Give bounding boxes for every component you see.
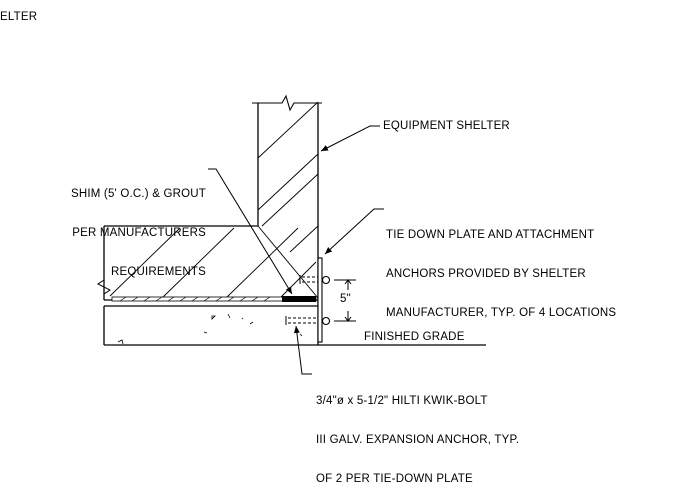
shim-note: SHIM (5' O.C.) & GROUT PER MANUFACTURERS… [26, 162, 206, 292]
tie-down-note-line: MANUFACTURER, TYP. OF 4 LOCATIONS [386, 307, 617, 319]
anchor-bolts [288, 276, 318, 324]
tie-down-note-line: TIE DOWN PLATE AND ATTACHMENT [386, 229, 595, 241]
anchor-note-line: OF 2 PER TIE-DOWN PLATE [316, 473, 473, 485]
break-line-left [97, 262, 111, 300]
tie-down-note-line: ANCHORS PROVIDED BY SHELTER [386, 268, 586, 280]
finished-grade-label: FINISHED GRADE [364, 331, 465, 343]
shelter-hatch [109, 101, 319, 299]
concrete-stipple [117, 313, 303, 345]
anchor-note-line: 3/4"ø x 5-1/2" HILTI KWIK-BOLT [316, 395, 488, 407]
leaders [208, 125, 384, 375]
dimension-5in [334, 279, 356, 322]
anchor-note-line: III GALV. EXPANSION ANCHOR, TYP. [316, 434, 520, 446]
shim-note-line: PER MANUFACTURERS [72, 227, 206, 239]
shim-grout-layer [111, 296, 317, 302]
dimension-label: 5" [340, 293, 351, 305]
anchor-note: 3/4"ø x 5-1/2" HILTI KWIK-BOLT III GALV.… [316, 369, 519, 499]
equipment-shelter-label: EQUIPMENT SHELTER [383, 120, 510, 132]
shelter-detail-drawing [97, 94, 486, 375]
tie-down-plate [317, 257, 331, 343]
concrete-slab [103, 305, 486, 346]
shim-note-line: REQUIREMENTS [110, 266, 206, 278]
shelter-wall [252, 94, 322, 345]
title-fragment: ELTER [0, 11, 38, 23]
shim-note-line: SHIM (5' O.C.) & GROUT [70, 188, 206, 200]
tie-down-note: TIE DOWN PLATE AND ATTACHMENT ANCHORS PR… [386, 203, 616, 333]
